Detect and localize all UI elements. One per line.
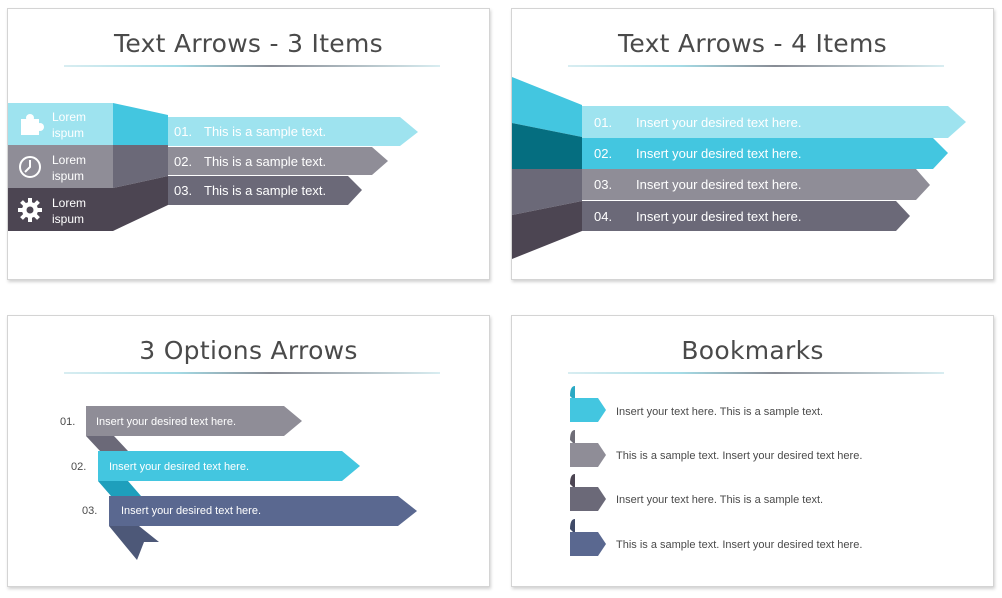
bookmark-4 [570, 532, 606, 556]
arrow-text: Insert your desired text here. [636, 115, 801, 130]
arrow-text: Insert your desired text here. [636, 146, 801, 161]
bookmark-text: Insert your text here. This is a sample … [616, 406, 823, 418]
side-label-line2: ispum [52, 169, 84, 183]
option-arrow-3 [109, 496, 417, 526]
title-divider [64, 372, 440, 374]
slide-text-arrows-3[interactable]: Text Arrows - 3 Items Lorem [7, 8, 490, 280]
arrow-text: This is a sample text. [204, 154, 326, 169]
option-number: 03. [82, 505, 97, 517]
option-text: Insert your desired text here. [121, 505, 261, 517]
arrow-number: 04. [594, 209, 612, 224]
bookmark-text: Insert your text here. This is a sample … [616, 494, 823, 506]
slide-text-arrows-4[interactable]: Text Arrows - 4 Items 01. Insert your de… [511, 8, 994, 280]
arrow-text: Insert your desired text here. [636, 177, 801, 192]
fold-2 [98, 481, 141, 496]
arrow-2 [582, 138, 948, 169]
bookmarks-diagram: Insert your text here. This is a sample … [570, 386, 862, 556]
side-label-line1: Lorem [52, 153, 86, 167]
option-number: 01. [60, 416, 75, 428]
arrow-number: 01. [594, 115, 612, 130]
fan-2 [512, 123, 582, 169]
arrow-1 [168, 117, 418, 146]
arrow-1 [582, 106, 966, 138]
side-label-line1: Lorem [52, 196, 86, 210]
arrows-diagram: 01. Insert your desired text here. 02. I… [512, 77, 966, 259]
arrow-3 [168, 176, 362, 205]
puzzle-icon [21, 114, 44, 135]
gear-icon [18, 198, 42, 222]
title-divider [568, 372, 944, 374]
bookmark-1 [570, 398, 606, 422]
option-text: Insert your desired text here. [109, 461, 249, 473]
bookmark-tab-3 [570, 474, 575, 489]
bookmark-text: This is a sample text. Insert your desir… [616, 539, 862, 551]
connector-1 [113, 103, 168, 145]
fan-3 [512, 169, 582, 215]
bookmark-tab-1 [570, 386, 575, 401]
bookmark-tab-4 [570, 519, 575, 534]
arrow-2 [168, 147, 388, 175]
slide-options-arrows[interactable]: 3 Options Arrows 01. Insert your desired… [7, 315, 490, 587]
slide-title: 3 Options Arrows [139, 336, 358, 365]
arrow-text: Insert your desired text here. [636, 209, 801, 224]
arrows-diagram: Lorem ispum Lorem ispum Lorem ispum 01. … [8, 103, 418, 231]
side-label-line2: ispum [52, 126, 84, 140]
bookmark-3 [570, 487, 606, 511]
option-text: Insert your desired text here. [96, 416, 236, 428]
fan-4 [512, 201, 582, 259]
side-item-2 [8, 145, 113, 188]
arrows-diagram: 01. Insert your desired text here. 02. I… [60, 406, 417, 560]
side-label-line1: Lorem [52, 110, 86, 124]
connector-2 [113, 145, 168, 188]
option-number: 02. [71, 461, 86, 473]
arrow-text: This is a sample text. [204, 183, 326, 198]
fold-1 [86, 436, 128, 451]
slide-title: Bookmarks [681, 336, 824, 365]
arrow-number: 03. [174, 183, 192, 198]
bookmark-2 [570, 443, 606, 467]
title-divider [568, 65, 944, 67]
arrow-text: This is a sample text. [204, 124, 326, 139]
arrow-number: 02. [174, 154, 192, 169]
arrow-4 [582, 201, 910, 231]
option-arrow-1 [86, 406, 302, 436]
arrow-number: 03. [594, 177, 612, 192]
side-label-line2: ispum [52, 212, 84, 226]
fold-3 [109, 526, 159, 560]
arrow-3 [582, 169, 930, 200]
clock-icon [19, 156, 41, 178]
option-arrow-2 [98, 451, 360, 481]
slide-title: Text Arrows - 3 Items [114, 29, 383, 58]
bookmark-text: This is a sample text. Insert your desir… [616, 450, 862, 462]
slide-bookmarks[interactable]: Bookmarks Insert your text here. This is… [511, 315, 994, 587]
title-divider [64, 65, 440, 67]
slide-title: Text Arrows - 4 Items [618, 29, 887, 58]
fan-1 [512, 77, 582, 137]
bookmark-tab-2 [570, 430, 575, 445]
connector-3 [113, 176, 168, 231]
arrow-number: 01. [174, 124, 192, 139]
arrow-number: 02. [594, 146, 612, 161]
